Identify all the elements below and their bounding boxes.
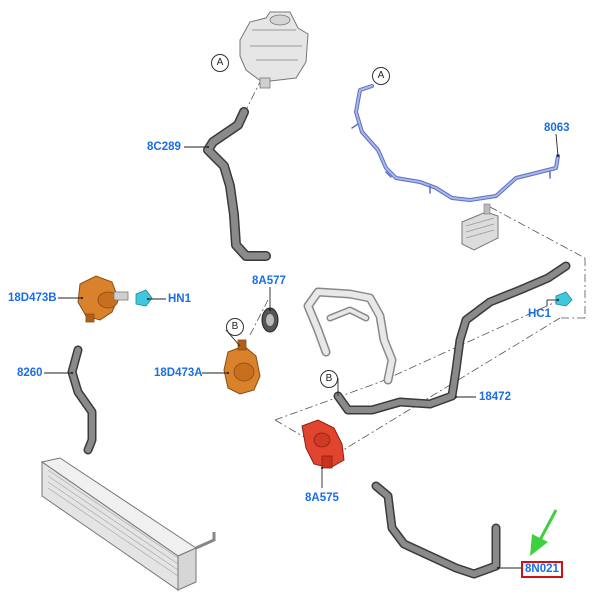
label-8260[interactable]: 8260 [17,367,43,379]
hose-b-loop[interactable] [303,287,397,385]
label-18d473a[interactable]: 18D473A [154,367,203,379]
label-8n021[interactable]: 8N021 [521,561,563,578]
label-18d473b[interactable]: 18D473B [8,292,57,304]
radiator[interactable] [40,457,216,591]
label-hc1[interactable]: HC1 [528,308,552,320]
pump-18d473b[interactable] [77,275,129,323]
hose-8n021[interactable] [371,481,501,579]
clamp-8a577[interactable] [261,307,279,333]
callout-a-line-8063: A [372,67,390,85]
label-8063[interactable]: 8063 [544,122,570,134]
label-hn1[interactable]: HN1 [168,293,192,305]
label-8a577[interactable]: 8A577 [252,275,286,287]
valve-8a575[interactable] [301,419,345,469]
reference-lines [244,77,586,456]
clip-hc1[interactable] [555,291,573,307]
callout-b-pump: B [226,318,244,336]
callout-a-reservoir: A [211,54,229,72]
label-8a575[interactable]: 8A575 [305,492,339,504]
highlight-arrow [530,509,558,556]
hose-18472[interactable] [333,261,571,415]
clip-hn1[interactable] [135,289,153,307]
line-8063[interactable] [351,84,560,202]
coolant-reservoir[interactable] [239,11,309,89]
cooler-module[interactable] [461,203,499,251]
hose-8c289[interactable] [203,107,271,261]
label-8c289[interactable]: 8C289 [147,141,181,153]
hose-8260[interactable] [67,345,97,455]
callout-b-hose: B [320,370,338,388]
pump-18d473a[interactable] [223,339,261,395]
label-18472[interactable]: 18472 [479,391,511,403]
